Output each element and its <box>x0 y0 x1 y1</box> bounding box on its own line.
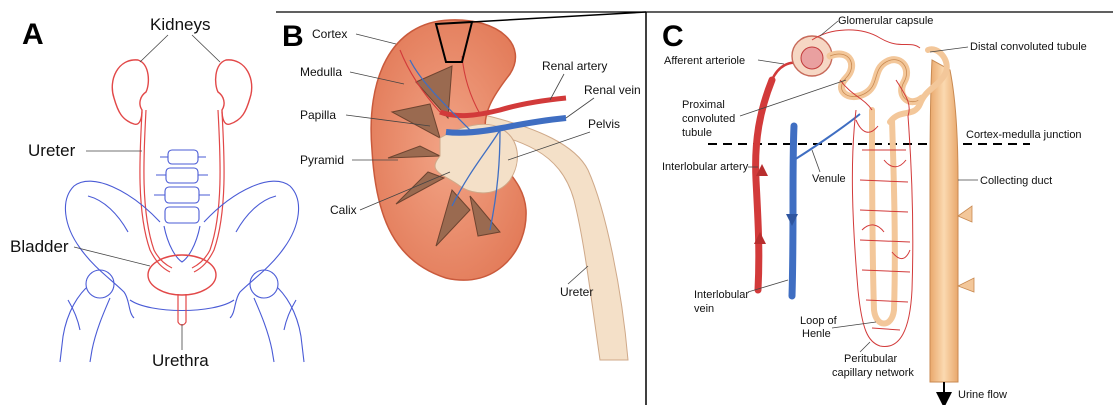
label-distal-tubule: Distal convoluted tubule <box>970 41 1087 53</box>
venule-vessel <box>794 114 860 160</box>
label-cortex-medulla: Cortex-medulla junction <box>966 129 1082 141</box>
label-pyramid: Pyramid <box>300 153 344 167</box>
label-interlobular-vein-2: vein <box>694 303 714 315</box>
leader-loop <box>832 322 876 328</box>
leader-cortex <box>356 34 396 44</box>
label-urethra: Urethra <box>152 351 209 370</box>
label-pelvis: Pelvis <box>588 117 620 131</box>
leader-peritubular <box>860 342 870 352</box>
label-peritubular-1: Peritubular <box>844 353 898 365</box>
panel-c-letter: C <box>662 20 684 53</box>
leader-venule <box>812 150 820 172</box>
label-kidneys: Kidneys <box>150 15 210 34</box>
label-proximal-1: Proximal <box>682 99 725 111</box>
label-papilla: Papilla <box>300 108 336 122</box>
label-interlobular-artery: Interlobular artery <box>662 161 749 173</box>
label-bladder: Bladder <box>10 237 69 256</box>
leader-interlobular-vein <box>748 280 788 292</box>
leader-proximal <box>740 80 846 116</box>
label-proximal-2: convoluted <box>682 113 735 125</box>
label-ureter-b: Ureter <box>560 285 593 299</box>
label-urine-flow: Urine flow <box>958 389 1007 401</box>
urethra-tube <box>178 294 186 325</box>
leader-glomerular-capsule <box>820 21 838 36</box>
zoom-connector-line <box>472 12 646 22</box>
leader-kidneys-right <box>192 35 220 62</box>
interlobular-artery <box>756 80 772 290</box>
label-afferent-arteriole: Afferent arteriole <box>664 55 745 67</box>
label-venule: Venule <box>812 173 846 185</box>
leader-afferent-arteriole <box>758 60 784 64</box>
panel-b-letter: B <box>282 20 304 53</box>
bladder-shape <box>148 255 216 295</box>
collecting-duct-branches <box>958 206 974 292</box>
leader-renal-vein <box>566 98 594 118</box>
glomerulus <box>801 47 823 69</box>
left-kidney-outline <box>112 60 148 124</box>
label-cortex: Cortex <box>312 27 347 41</box>
leader-ureter-b <box>568 266 588 284</box>
label-peritubular-2: capillary network <box>832 367 914 379</box>
label-renal-vein: Renal vein <box>584 83 641 97</box>
label-interlobular-vein-1: Interlobular <box>694 289 749 301</box>
label-loop-2: Henle <box>802 328 831 340</box>
label-collecting-duct: Collecting duct <box>980 175 1052 187</box>
leader-kidneys-left <box>140 35 168 62</box>
label-glomerular-capsule: Glomerular capsule <box>838 15 933 27</box>
panel-a-letter: A <box>22 18 44 51</box>
interlobular-vein <box>792 126 794 296</box>
panel-c: C Glo <box>662 15 1087 401</box>
collecting-duct <box>930 60 958 382</box>
label-medulla: Medulla <box>300 65 342 79</box>
panel-b: B Corte <box>282 12 646 360</box>
loop-of-henle <box>872 110 895 324</box>
label-renal-artery: Renal artery <box>542 59 607 73</box>
label-calix: Calix <box>330 203 357 217</box>
label-ureter-a: Ureter <box>28 141 76 160</box>
label-loop-1: Loop of <box>800 315 838 327</box>
leader-bladder <box>74 247 150 266</box>
panel-a: A <box>10 15 304 370</box>
spine-vertebrae <box>154 150 210 223</box>
right-kidney-outline <box>216 60 252 124</box>
label-proximal-3: tubule <box>682 127 712 139</box>
